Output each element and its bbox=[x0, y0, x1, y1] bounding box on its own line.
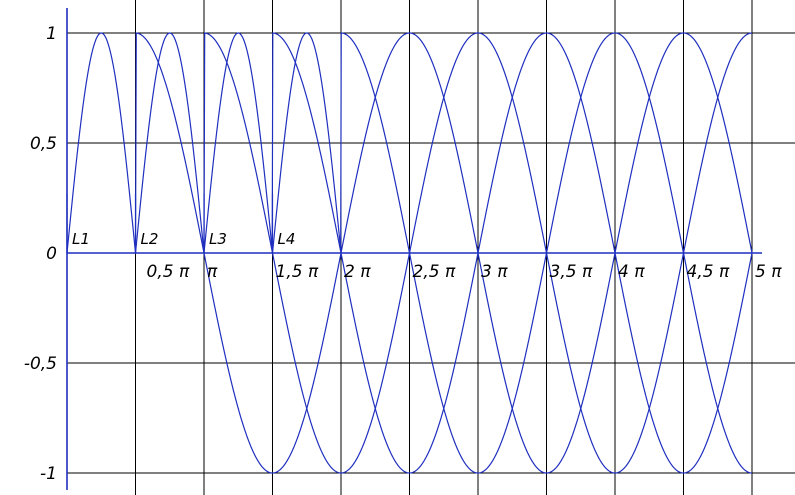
x-tick-label-9: 5 π bbox=[755, 262, 782, 282]
x-tick-label-1: π bbox=[207, 262, 218, 282]
series-label-l2: L2 bbox=[141, 230, 159, 248]
series-label-l3: L3 bbox=[209, 230, 227, 248]
series-line-l4 bbox=[271, 32, 753, 474]
x-tick-label-3: 2 π bbox=[344, 262, 371, 282]
x-tick-label-4: 2,5 π bbox=[413, 262, 456, 282]
y-tick-label-3: -0,5 bbox=[24, 354, 57, 374]
x-tick-label-7: 4 π bbox=[618, 262, 645, 282]
series-line-l1 bbox=[66, 32, 753, 474]
curve-layer bbox=[66, 32, 753, 474]
y-tick-label-4: -1 bbox=[40, 464, 57, 484]
x-tick-label-8: 4,5 π bbox=[687, 262, 730, 282]
x-tick-label-2: 1,5 π bbox=[276, 262, 319, 282]
x-tick-label-5: 3 π bbox=[481, 262, 508, 282]
y-tick-label-1: 0,5 bbox=[30, 134, 57, 154]
x-tick-label-0: 0,5 π bbox=[147, 262, 190, 282]
series-label-l4: L4 bbox=[278, 230, 296, 248]
x-tick-label-6: 3,5 π bbox=[550, 262, 593, 282]
y-tick-label-0: 1 bbox=[46, 24, 57, 44]
axis-layer bbox=[66, 8, 762, 490]
label-layer: 0,5 π π 1,5 π 2 π 2,5 π 3 π 3,5 π 4 π 4,5 π 5 π 1 0… bbox=[24, 24, 782, 484]
y-tick-label-2: 0 bbox=[46, 244, 57, 264]
grid-layer bbox=[67, 0, 795, 495]
series-label-l1: L1 bbox=[72, 230, 90, 248]
